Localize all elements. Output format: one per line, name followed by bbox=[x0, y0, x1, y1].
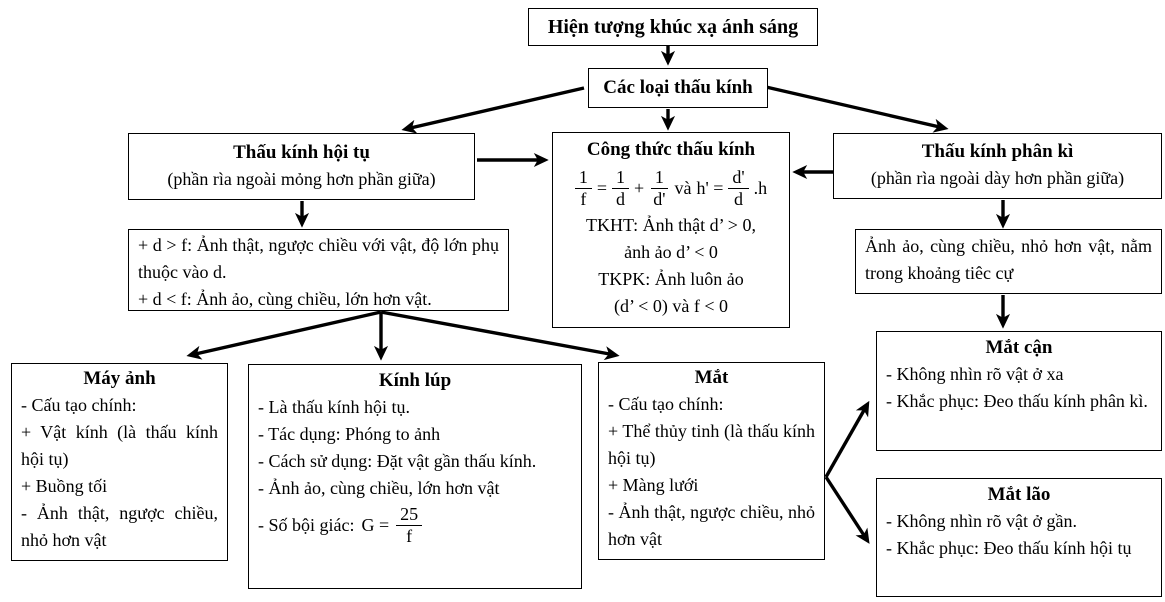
fraction-1-over-d: 1 d bbox=[612, 167, 630, 210]
nearsighted-line: - Khắc phục: Đeo thấu kính phân kì. bbox=[886, 391, 1148, 411]
eye-line: + Màng lưới bbox=[608, 475, 699, 495]
node-diverging-lens: Thấu kính phân kì (phần rìa ngoài dày hơ… bbox=[833, 133, 1162, 199]
camera-line: - Ảnh thật, ngược chiều, nhỏ hơn vật bbox=[21, 503, 218, 550]
fraction-d-prime-over-d: d' d bbox=[728, 167, 749, 210]
camera-line: + Vật kính (là thấu kính hội tụ) bbox=[21, 422, 218, 469]
arrow-note-to-camera bbox=[186, 310, 382, 360]
node-eye: Mắt - Cấu tạo chính: + Thể thủy tinh (là… bbox=[598, 362, 825, 560]
node-title: Thấu kính hội tụ bbox=[233, 142, 370, 163]
magnifier-line: - Ảnh ảo, cùng chiều, lớn hơn vật bbox=[258, 478, 500, 498]
node-subtitle: (phần rìa ngoài dày hơn phần giữa) bbox=[870, 168, 1125, 188]
arrow-eye-to-farsighted bbox=[824, 476, 870, 544]
node-nearsighted-eye: Mắt cận - Không nhìn rõ vật ở xa - Khắc … bbox=[876, 331, 1162, 451]
and-word: và bbox=[674, 178, 692, 198]
node-title: Mắt bbox=[694, 367, 729, 388]
arrow-types-to-converging bbox=[401, 86, 585, 134]
node-title: Hiện tượng khúc xạ ánh sáng bbox=[547, 15, 799, 38]
formula-note-line: ảnh ảo d’ < 0 bbox=[624, 242, 718, 262]
plus-sign: + bbox=[634, 178, 645, 198]
node-converging-image-note: + d > f: Ảnh thật, ngược chiều với vật, … bbox=[128, 229, 509, 311]
magnifier-line: - Tác dụng: Phóng to ảnh bbox=[258, 424, 441, 444]
node-refraction-root: Hiện tượng khúc xạ ánh sáng bbox=[528, 8, 818, 46]
formula-note-line: TKPK: Ảnh luôn ảo bbox=[598, 269, 744, 289]
eye-line: + Thể thủy tinh (là thấu kính hội tụ) bbox=[608, 421, 815, 468]
farsighted-line: - Không nhìn rõ vật ở gần. bbox=[886, 511, 1077, 531]
arrow-eye-to-nearsighted bbox=[824, 400, 870, 478]
node-diverging-image-note: Ảnh ảo, cùng chiều, nhỏ hơn vật, nằm tro… bbox=[855, 229, 1162, 294]
node-converging-lens: Thấu kính hội tụ (phần rìa ngoài mỏng hơ… bbox=[128, 133, 475, 200]
magnification-label: - Số bội giác: bbox=[258, 515, 355, 535]
equals-sign: = bbox=[596, 178, 608, 198]
node-title: Mắt cận bbox=[985, 337, 1053, 358]
formula-note-line: (d’ < 0) và f < 0 bbox=[614, 296, 728, 316]
formula-note-line: TKHT: Ảnh thật d’ > 0, bbox=[586, 215, 756, 235]
eye-line: - Cấu tạo chính: bbox=[608, 394, 724, 414]
h-prime-equals: h' = bbox=[696, 178, 724, 198]
magnifier-line: - Là thấu kính hội tụ. bbox=[258, 397, 410, 417]
lens-equation: 1 f = 1 d + 1 d' và h' = d' d .h bbox=[553, 167, 789, 210]
note-line: + d < f: Ảnh ảo, cùng chiều, lớn hơn vật… bbox=[138, 289, 432, 309]
camera-line: - Cấu tạo chính: bbox=[21, 395, 137, 415]
fraction-1-over-f: 1 f bbox=[574, 167, 592, 210]
nearsighted-line: - Không nhìn rõ vật ở xa bbox=[886, 364, 1064, 384]
farsighted-line: - Khắc phục: Đeo thấu kính hội tụ bbox=[886, 538, 1132, 558]
node-lens-types: Các loại thấu kính bbox=[588, 68, 768, 108]
eye-line: - Ảnh thật, ngược chiều, nhỏ hơn vật bbox=[608, 502, 815, 549]
node-title: Mắt lão bbox=[987, 484, 1051, 505]
node-title: Kính lúp bbox=[378, 370, 452, 391]
node-title: Công thức thấu kính bbox=[586, 139, 756, 160]
dot-h-suffix: .h bbox=[753, 178, 768, 198]
node-title: Các loại thấu kính bbox=[603, 77, 753, 98]
node-farsighted-eye: Mắt lão - Không nhìn rõ vật ở gần. - Khắ… bbox=[876, 478, 1162, 597]
fraction-25-over-f: 25 f bbox=[396, 504, 423, 547]
g-equals: G = bbox=[361, 515, 390, 535]
note-text: Ảnh ảo, cùng chiều, nhỏ hơn vật, nằm tro… bbox=[865, 236, 1152, 283]
node-title: Thấu kính phân kì bbox=[921, 141, 1074, 162]
node-magnifying-glass: Kính lúp - Là thấu kính hội tụ. - Tác dụ… bbox=[248, 364, 582, 589]
magnifier-line: - Cách sử dụng: Đặt vật gần thấu kính. bbox=[258, 451, 537, 471]
fraction-1-over-d-prime: 1 d' bbox=[649, 167, 669, 210]
magnification-formula: - Số bội giác: G = 25 f bbox=[258, 504, 572, 547]
node-lens-formula: Công thức thấu kính 1 f = 1 d + 1 d' và … bbox=[552, 132, 790, 328]
arrow-note-to-eye bbox=[380, 310, 620, 361]
arrow-types-to-diverging bbox=[765, 85, 949, 133]
node-title: Máy ảnh bbox=[83, 368, 156, 389]
node-camera: Máy ảnh - Cấu tạo chính: + Vật kính (là … bbox=[11, 363, 228, 561]
camera-line: + Buồng tối bbox=[21, 476, 108, 496]
note-line: + d > f: Ảnh thật, ngược chiều với vật, … bbox=[138, 235, 499, 282]
node-subtitle: (phần rìa ngoài mỏng hơn phần giữa) bbox=[167, 169, 436, 189]
